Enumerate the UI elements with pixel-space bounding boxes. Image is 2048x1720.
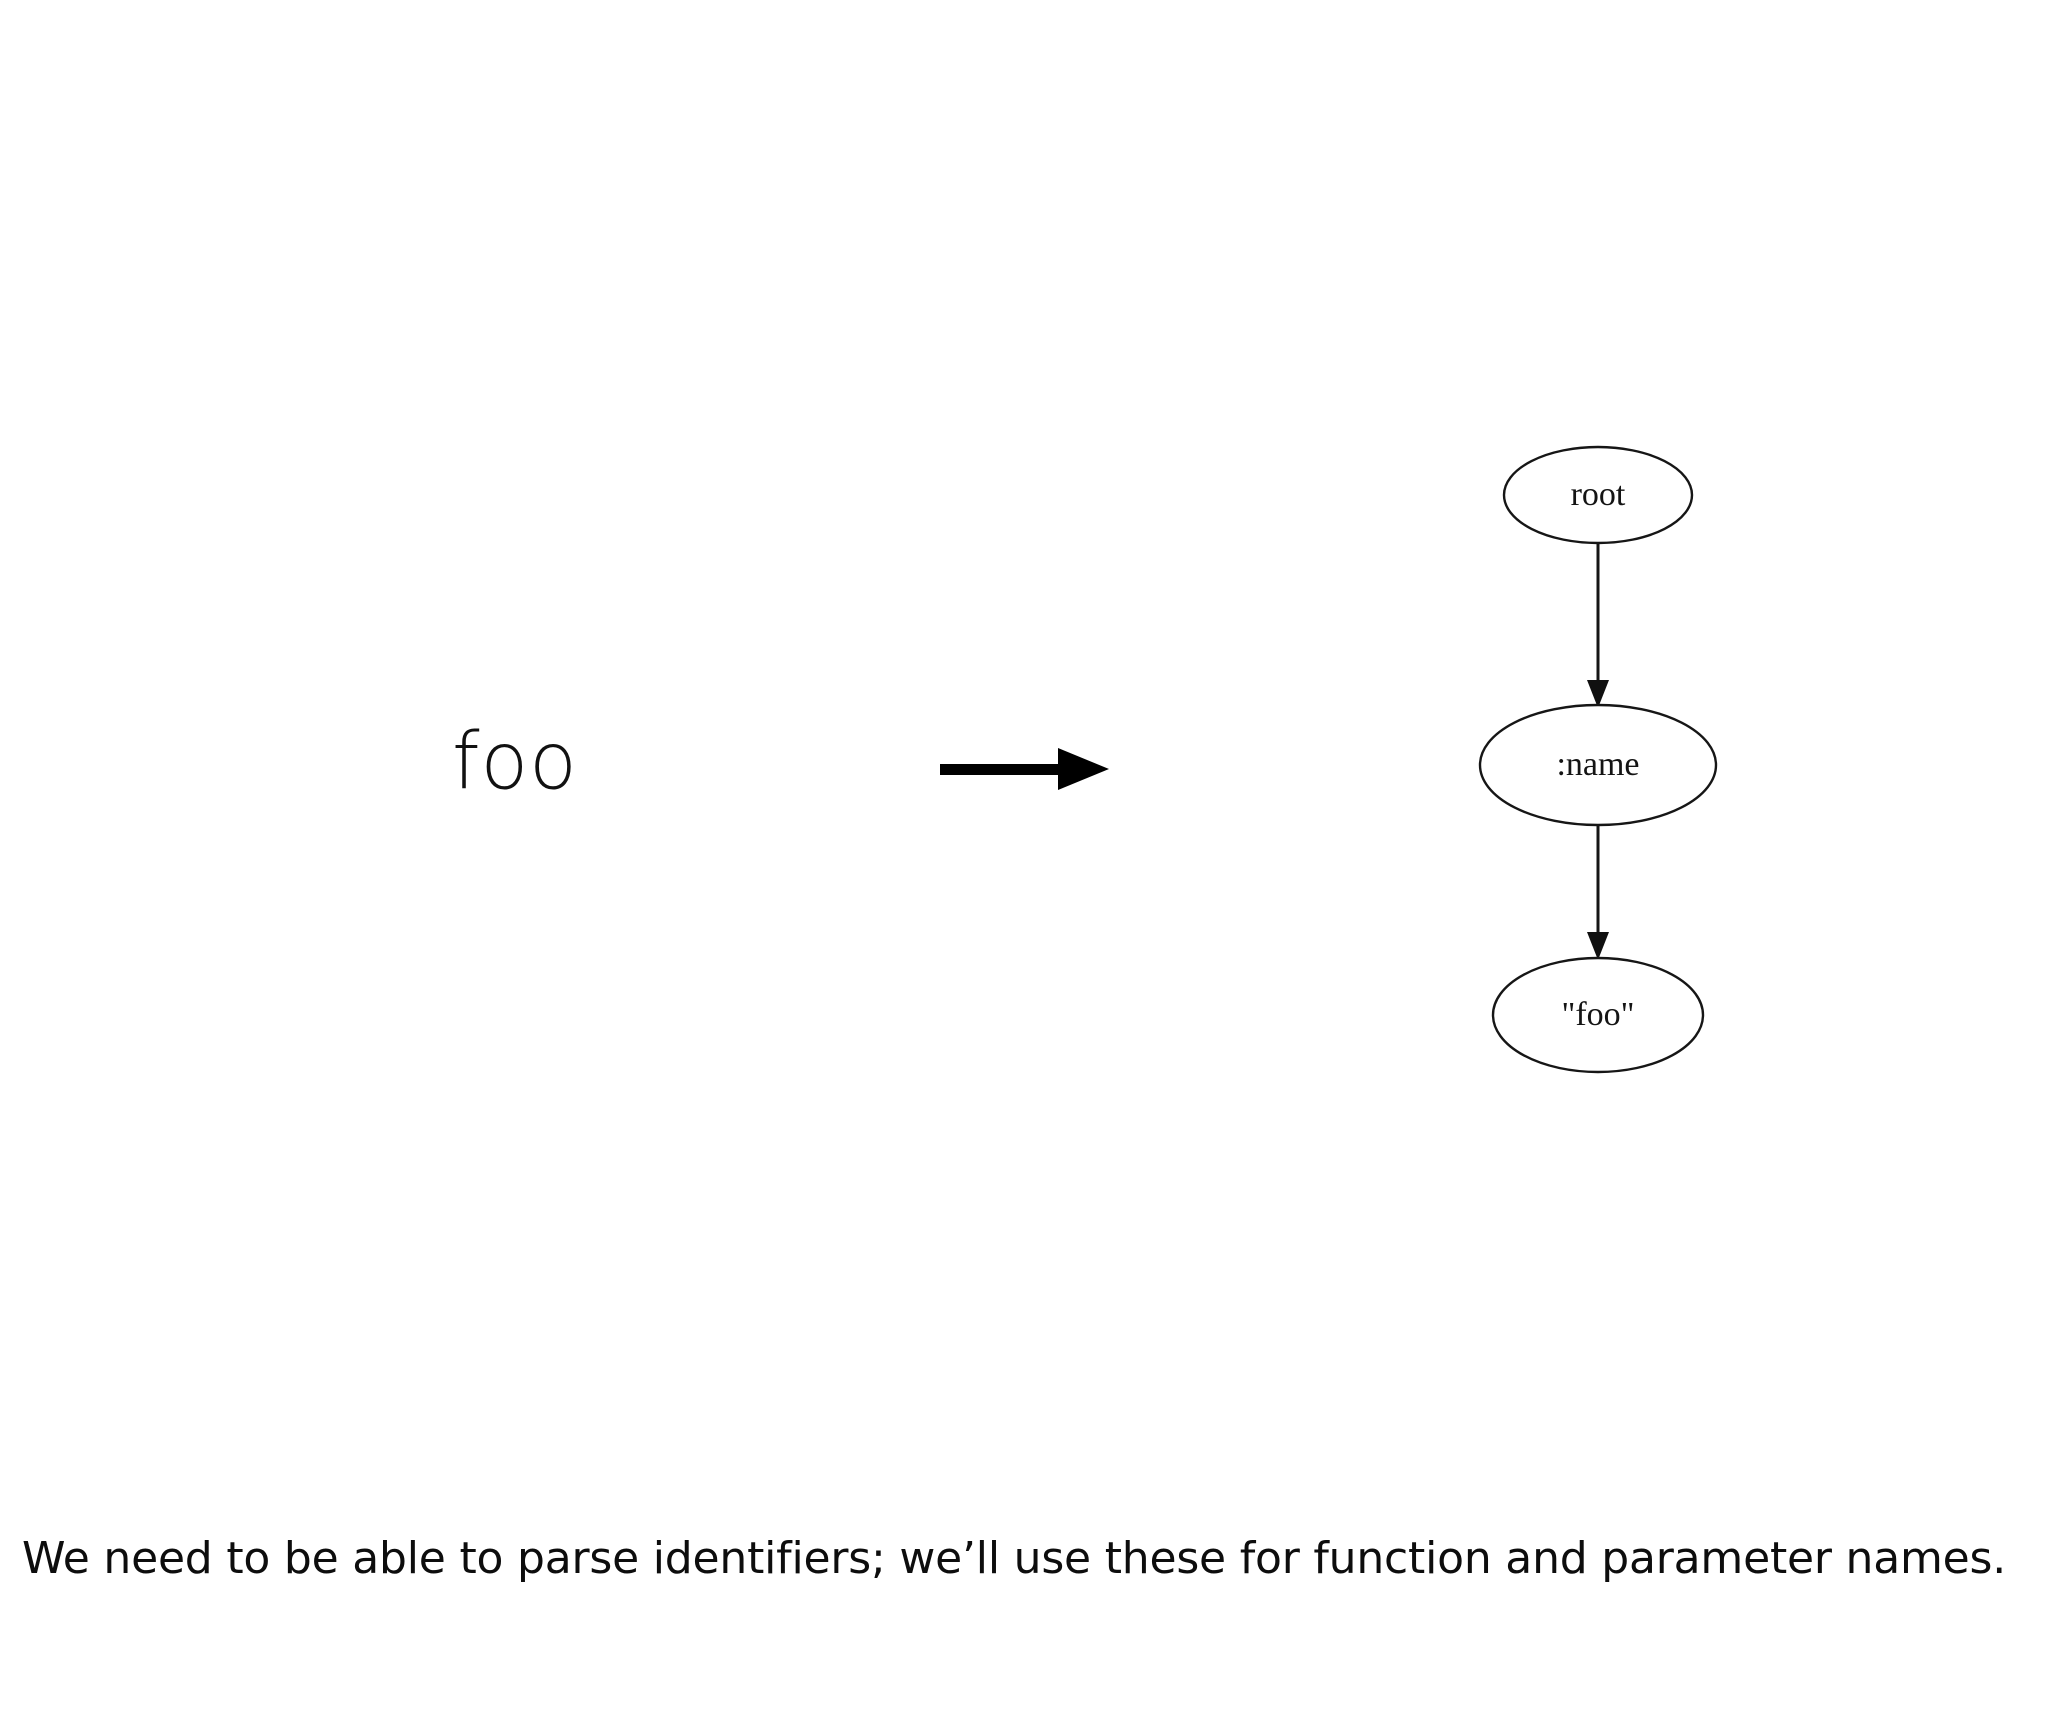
graph-node-name[interactable]: :name xyxy=(1478,703,1718,827)
graph-node-value-label: "foo" xyxy=(1561,996,1634,1033)
graph-node-name-label: :name xyxy=(1556,746,1639,783)
graph-node-root[interactable]: root xyxy=(1502,445,1694,545)
rightwards-arrow-icon xyxy=(940,748,1109,790)
graph-node-value[interactable]: "foo" xyxy=(1491,956,1705,1074)
slide-caption: We need to be able to parse identifiers;… xyxy=(22,1533,2007,1584)
edge-name-to-value xyxy=(1587,825,1609,960)
transform-arrow xyxy=(938,738,1118,800)
graph-node-root-label: root xyxy=(1571,476,1626,513)
parse-tree-graph: root :name "foo" xyxy=(1462,440,1742,1090)
edge-root-to-name xyxy=(1587,543,1609,708)
source-identifier-text: foo xyxy=(452,717,578,807)
